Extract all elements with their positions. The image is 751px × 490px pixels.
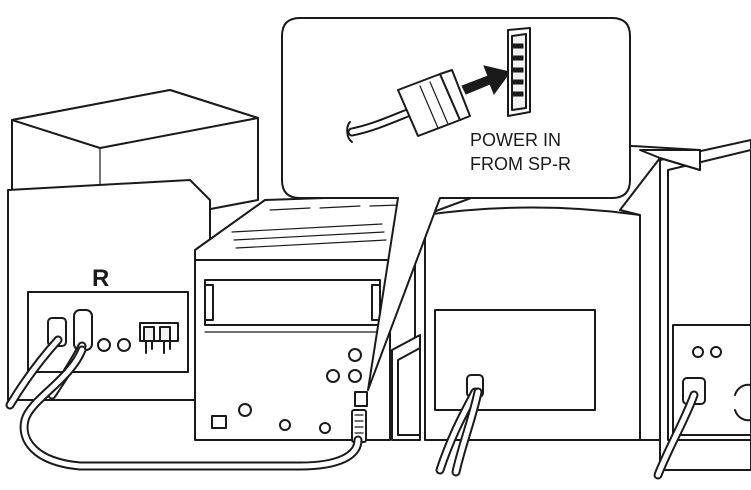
right-unit-jack-1 (692, 346, 704, 358)
main-unit-slot (211, 415, 227, 429)
right-speaker (424, 144, 701, 441)
insert-arrow-icon (461, 65, 511, 96)
left-speaker-r: R (7, 89, 259, 401)
right-speaker-rear-panel (434, 309, 596, 411)
callout-plug (397, 69, 471, 137)
cables (5, 335, 699, 480)
right-unit-jack-2 (710, 346, 722, 358)
main-unit-vents (231, 204, 401, 249)
right-unit-knob (734, 383, 751, 422)
callout-bubble: POWER IN FROM SP-R (281, 17, 631, 391)
main-unit (194, 194, 421, 443)
main-unit-jack-6 (319, 422, 331, 434)
main-unit-jack-2 (326, 369, 340, 383)
main-unit-jack-1 (348, 348, 362, 362)
callout-socket (507, 27, 531, 117)
main-unit-port (354, 391, 368, 407)
callout-label-line-2: FROM SP-R (470, 154, 571, 174)
main-unit-jack-5 (279, 419, 291, 431)
left-speaker-jack-1 (97, 338, 111, 352)
left-speaker-jack-2 (117, 338, 131, 352)
callout-label-line-1: POWER IN (470, 130, 561, 150)
main-unit-jack-3 (348, 369, 362, 383)
speaker-label-r: R (92, 265, 109, 292)
main-unit-jack-4 (238, 403, 252, 417)
right-edge-unit (659, 139, 751, 471)
